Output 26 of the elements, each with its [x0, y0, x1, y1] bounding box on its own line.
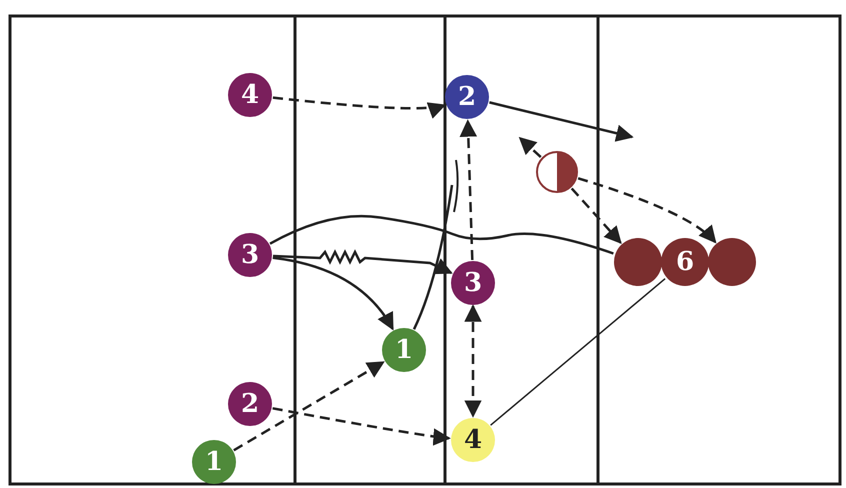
- arrow: [272, 249, 453, 274]
- arrow: [272, 407, 451, 446]
- line: [490, 278, 666, 426]
- player-marker: 2: [228, 382, 272, 426]
- player-marker: 1: [192, 440, 236, 484]
- player-marker: [614, 238, 662, 286]
- player-marker: 3: [228, 233, 272, 277]
- line: [412, 184, 454, 330]
- player-marker: 6: [661, 238, 709, 286]
- arrow: [570, 188, 622, 244]
- line: [269, 214, 614, 255]
- player-marker: 1: [382, 328, 426, 372]
- arrow: [233, 361, 385, 452]
- player-marker: 4: [451, 418, 495, 462]
- arrow: [489, 101, 634, 142]
- player-marker: [708, 238, 756, 286]
- arrow: [272, 256, 394, 330]
- player-marker: [536, 151, 578, 193]
- arrow: [464, 304, 482, 418]
- arrow: [272, 96, 446, 118]
- arrow: [460, 119, 478, 260]
- player-marker: 3: [451, 261, 495, 305]
- player-marker: 4: [228, 73, 272, 117]
- arrow: [578, 177, 716, 244]
- arrow: [518, 136, 542, 158]
- player-marker: 2: [445, 75, 489, 119]
